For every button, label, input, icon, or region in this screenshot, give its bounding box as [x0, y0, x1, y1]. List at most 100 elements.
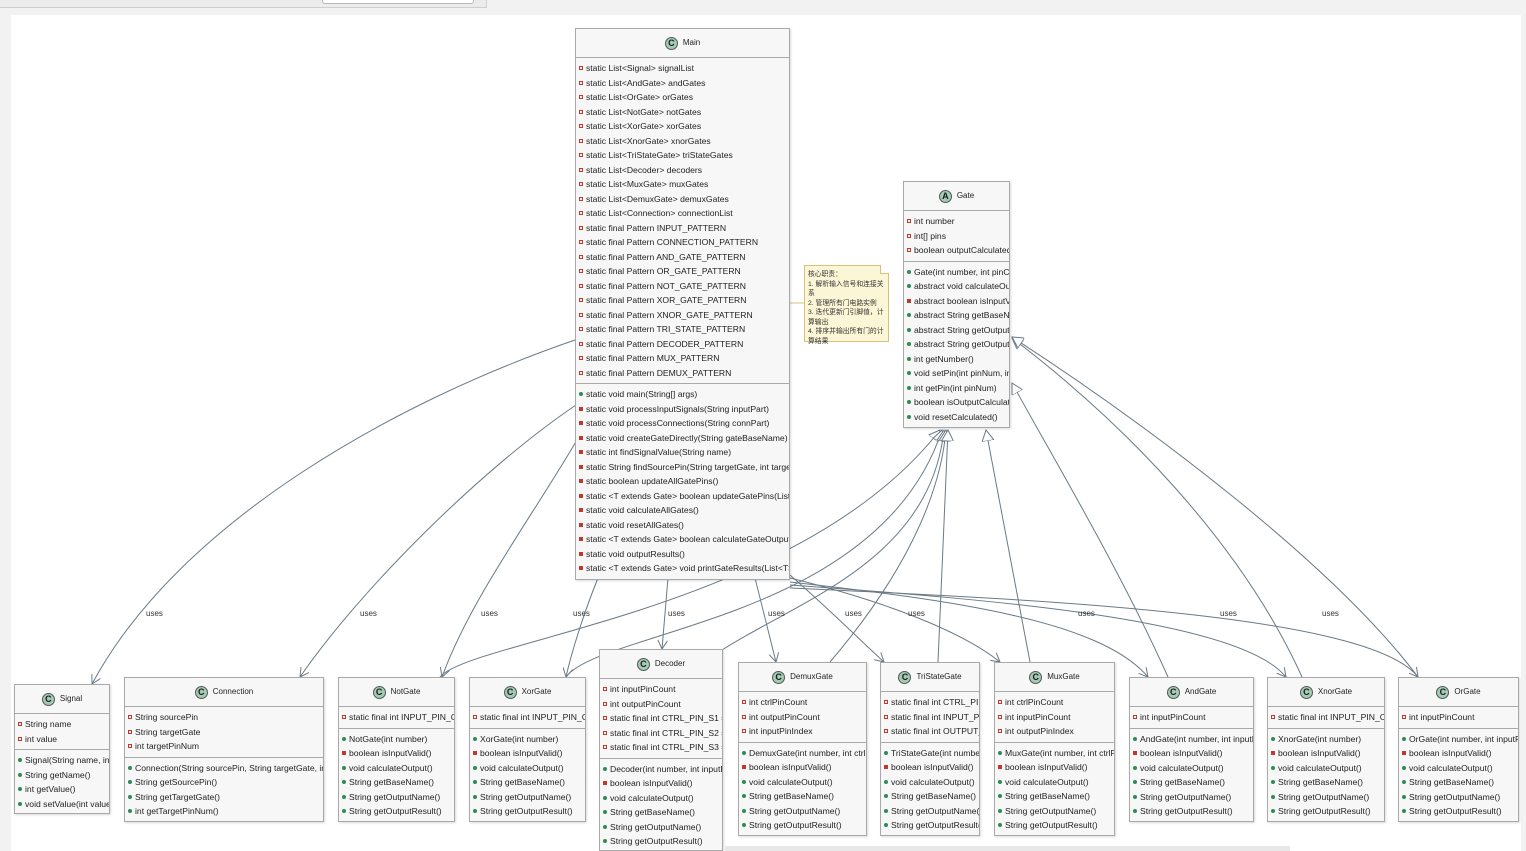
- class-method[interactable]: boolean isInputValid(): [473, 746, 585, 761]
- class-method[interactable]: int getPin(int pinNum): [907, 381, 1009, 396]
- class-method[interactable]: String getBaseName(): [998, 789, 1114, 804]
- class-method[interactable]: void calculateOutput(): [473, 761, 585, 776]
- class-method[interactable]: boolean isInputValid(): [1271, 746, 1384, 761]
- class-method[interactable]: int getTargetPinNum(): [128, 804, 323, 819]
- class-method[interactable]: String getOutputResult(): [342, 804, 454, 819]
- class-method[interactable]: void calculateOutput(): [1133, 761, 1253, 776]
- class-method[interactable]: static boolean updateAllGatePins(): [579, 474, 789, 489]
- class-method[interactable]: String getBaseName(): [742, 789, 866, 804]
- class-field[interactable]: int inputPinIndex: [742, 724, 866, 739]
- class-field[interactable]: static List<XnorGate> xnorGates: [579, 134, 789, 149]
- class-method[interactable]: int getValue(): [18, 782, 109, 797]
- class-field[interactable]: int number: [907, 214, 1009, 229]
- class-field[interactable]: static final Pattern TRI_STATE_PATTERN: [579, 322, 789, 337]
- class-method[interactable]: void calculateOutput(): [884, 775, 979, 790]
- class-method[interactable]: Decoder(int number, int inputPinCount): [603, 762, 722, 777]
- class-method[interactable]: static void main(String[] args): [579, 387, 789, 402]
- class-method[interactable]: static void resetAllGates(): [579, 518, 789, 533]
- class-method[interactable]: String getOutputName(): [1133, 790, 1253, 805]
- class-field[interactable]: String sourcePin: [128, 710, 323, 725]
- class-method[interactable]: abstract String getOutputName(): [907, 323, 1009, 338]
- class-field[interactable]: static List<XorGate> xorGates: [579, 119, 789, 134]
- bottom-scrollbar[interactable]: [725, 846, 1290, 851]
- class-method[interactable]: String getOutputResult(): [1133, 804, 1253, 819]
- class-method[interactable]: abstract String getOutputResult(): [907, 337, 1009, 352]
- class-field[interactable]: int inputPinCount: [998, 710, 1114, 725]
- class-field[interactable]: static final int CTRL_PIN_S1 = 0: [603, 711, 722, 726]
- class-method[interactable]: String getOutputResult(): [1271, 804, 1384, 819]
- class-method[interactable]: static void calculateAllGates(): [579, 503, 789, 518]
- class-method[interactable]: String getOutputName(): [473, 790, 585, 805]
- class-field[interactable]: static List<OrGate> orGates: [579, 90, 789, 105]
- class-method[interactable]: static void processInputSignals(String i…: [579, 402, 789, 417]
- class-method[interactable]: MuxGate(int number, int ctrlPinCount): [998, 746, 1114, 761]
- class-method[interactable]: String getOutputResult(): [884, 818, 979, 833]
- class-field[interactable]: static List<Signal> signalList: [579, 61, 789, 76]
- class-method[interactable]: String getName(): [18, 768, 109, 783]
- class-field[interactable]: boolean outputCalculated: [907, 243, 1009, 258]
- class-method[interactable]: static <T extends Gate> boolean updateGa…: [579, 489, 789, 504]
- class-method[interactable]: void calculateOutput(): [1402, 761, 1518, 776]
- class-method[interactable]: String getOutputName(): [1271, 790, 1384, 805]
- class-field[interactable]: static final Pattern OR_GATE_PATTERN: [579, 264, 789, 279]
- class-field[interactable]: int ctrlPinCount: [998, 695, 1114, 710]
- class-field[interactable]: static List<AndGate> andGates: [579, 76, 789, 91]
- class-method[interactable]: OrGate(int number, int inputPinCount): [1402, 732, 1518, 747]
- class-method[interactable]: void calculateOutput(): [1271, 761, 1384, 776]
- class-field[interactable]: static final int INPUT_PIN_COUNT = 1: [342, 710, 454, 725]
- class-field[interactable]: String targetGate: [128, 725, 323, 740]
- class-method[interactable]: String getBaseName(): [1133, 775, 1253, 790]
- class-method[interactable]: static void processConnections(String co…: [579, 416, 789, 431]
- class-field[interactable]: int outputPinIndex: [998, 724, 1114, 739]
- class-field[interactable]: static final int INPUT_PIN_COUNT = 2: [473, 710, 585, 725]
- class-field[interactable]: static List<TriStateGate> triStateGates: [579, 148, 789, 163]
- class-field[interactable]: static List<Decoder> decoders: [579, 163, 789, 178]
- class-method[interactable]: XorGate(int number): [473, 732, 585, 747]
- class-method[interactable]: String getOutputResult(): [1402, 804, 1518, 819]
- class-field[interactable]: static final int OUTPUT_PIN = 2: [884, 724, 979, 739]
- class-method[interactable]: Gate(int number, int pinCount): [907, 265, 1009, 280]
- class-method[interactable]: String getBaseName(): [1271, 775, 1384, 790]
- class-field[interactable]: static final Pattern DEMUX_PATTERN: [579, 366, 789, 381]
- class-method[interactable]: String getBaseName(): [884, 789, 979, 804]
- class-method[interactable]: DemuxGate(int number, int ctrlPinCount): [742, 746, 866, 761]
- class-field[interactable]: static final Pattern AND_GATE_PATTERN: [579, 250, 789, 265]
- class-method[interactable]: int getNumber(): [907, 352, 1009, 367]
- toolbar-field[interactable]: [322, 0, 474, 4]
- class-method[interactable]: abstract void calculateOutput(): [907, 279, 1009, 294]
- class-field[interactable]: static List<DemuxGate> demuxGates: [579, 192, 789, 207]
- class-method[interactable]: abstract String getBaseName(): [907, 308, 1009, 323]
- class-field[interactable]: int inputPinCount: [1133, 710, 1253, 725]
- class-method[interactable]: String getBaseName(): [473, 775, 585, 790]
- class-field[interactable]: static List<MuxGate> muxGates: [579, 177, 789, 192]
- class-method[interactable]: boolean isInputValid(): [998, 760, 1114, 775]
- class-method[interactable]: void setPin(int pinNum, int value): [907, 366, 1009, 381]
- class-method[interactable]: String getTargetGate(): [128, 790, 323, 805]
- class-method[interactable]: String getOutputName(): [1402, 790, 1518, 805]
- class-method[interactable]: boolean isInputValid(): [742, 760, 866, 775]
- class-field[interactable]: int[] pins: [907, 229, 1009, 244]
- class-field[interactable]: int ctrlPinCount: [742, 695, 866, 710]
- class-method[interactable]: TriStateGate(int number): [884, 746, 979, 761]
- class-field[interactable]: static final int INPUT_PIN = 1: [884, 710, 979, 725]
- class-method[interactable]: static void outputResults(): [579, 547, 789, 562]
- class-method[interactable]: boolean isInputValid(): [342, 746, 454, 761]
- class-method[interactable]: void calculateOutput(): [603, 791, 722, 806]
- class-field[interactable]: int outputPinCount: [603, 697, 722, 712]
- class-method[interactable]: String getOutputName(): [603, 820, 722, 835]
- class-method[interactable]: String getBaseName(): [1402, 775, 1518, 790]
- class-field[interactable]: static List<NotGate> notGates: [579, 105, 789, 120]
- class-method[interactable]: void calculateOutput(): [998, 775, 1114, 790]
- class-field[interactable]: static final int CTRL_PIN_S3 = 2: [603, 740, 722, 755]
- class-method[interactable]: Signal(String name, int value): [18, 753, 109, 768]
- class-method[interactable]: void calculateOutput(): [742, 775, 866, 790]
